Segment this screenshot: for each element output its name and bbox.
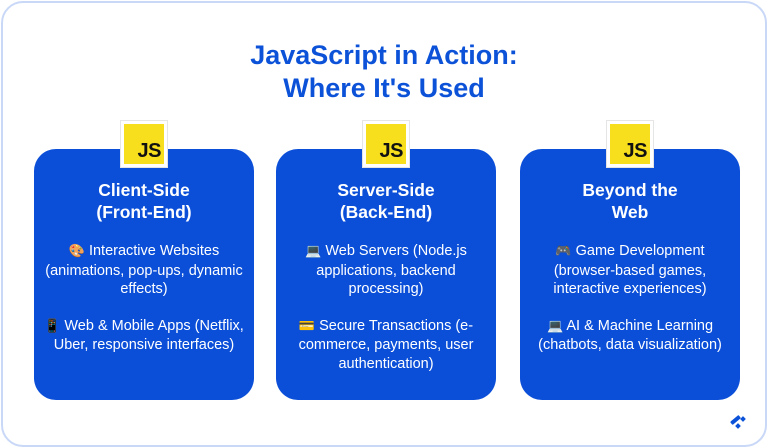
card-items: 🎨 Interactive Websites (animations, pop-… bbox=[40, 242, 248, 373]
list-item: 🎨 Interactive Websites (animations, pop-… bbox=[45, 243, 243, 297]
list-item: 🎮 Game Development (browser-based games,… bbox=[553, 243, 707, 297]
card-beyond-the-web: JS Beyond the Web 🎮 Game Development (br… bbox=[520, 120, 740, 400]
title-line-2: Where It's Used bbox=[283, 73, 485, 103]
brand-logo-icon bbox=[730, 415, 746, 429]
card-client-side: JS Client-Side (Front-End) 🎨 Interactive… bbox=[34, 120, 254, 400]
list-item: 💻 AI & Machine Learning (chatbots, data … bbox=[538, 317, 722, 354]
mobile-phone-icon: 📱 bbox=[44, 318, 61, 334]
js-logo-icon: JS bbox=[120, 120, 168, 168]
computer-icon: 💻 bbox=[305, 244, 322, 259]
game-controller-icon: 🎮 bbox=[555, 244, 572, 259]
credit-card-icon: 💳 bbox=[298, 318, 316, 334]
js-logo-icon: JS bbox=[362, 120, 410, 168]
list-item: 📱 Web & Mobile Apps (Netflix, Uber, resp… bbox=[44, 317, 244, 354]
card-server-side: JS Server-Side (Back-End) 💻 Web Servers … bbox=[276, 120, 496, 400]
artist-palette-icon: 🎨 bbox=[68, 244, 85, 259]
title-line-1: JavaScript in Action: bbox=[250, 40, 518, 70]
card-title: Server-Side (Back-End) bbox=[337, 180, 435, 222]
list-item: 💻 Web Servers (Node.js applications, bac… bbox=[305, 243, 467, 297]
card-items: 🎮 Game Development (browser-based games,… bbox=[526, 242, 734, 373]
js-logo-icon: JS bbox=[606, 120, 654, 168]
card-title: Beyond the Web bbox=[582, 180, 678, 222]
computer-icon: 💻 bbox=[546, 318, 564, 334]
card-items: 💻 Web Servers (Node.js applications, bac… bbox=[282, 242, 490, 391]
card-title: Client-Side (Front-End) bbox=[96, 180, 192, 222]
page-title: JavaScript in Action: Where It's Used bbox=[3, 39, 765, 105]
list-item: 💳 Secure Transactions (e-commerce, payme… bbox=[298, 317, 474, 372]
